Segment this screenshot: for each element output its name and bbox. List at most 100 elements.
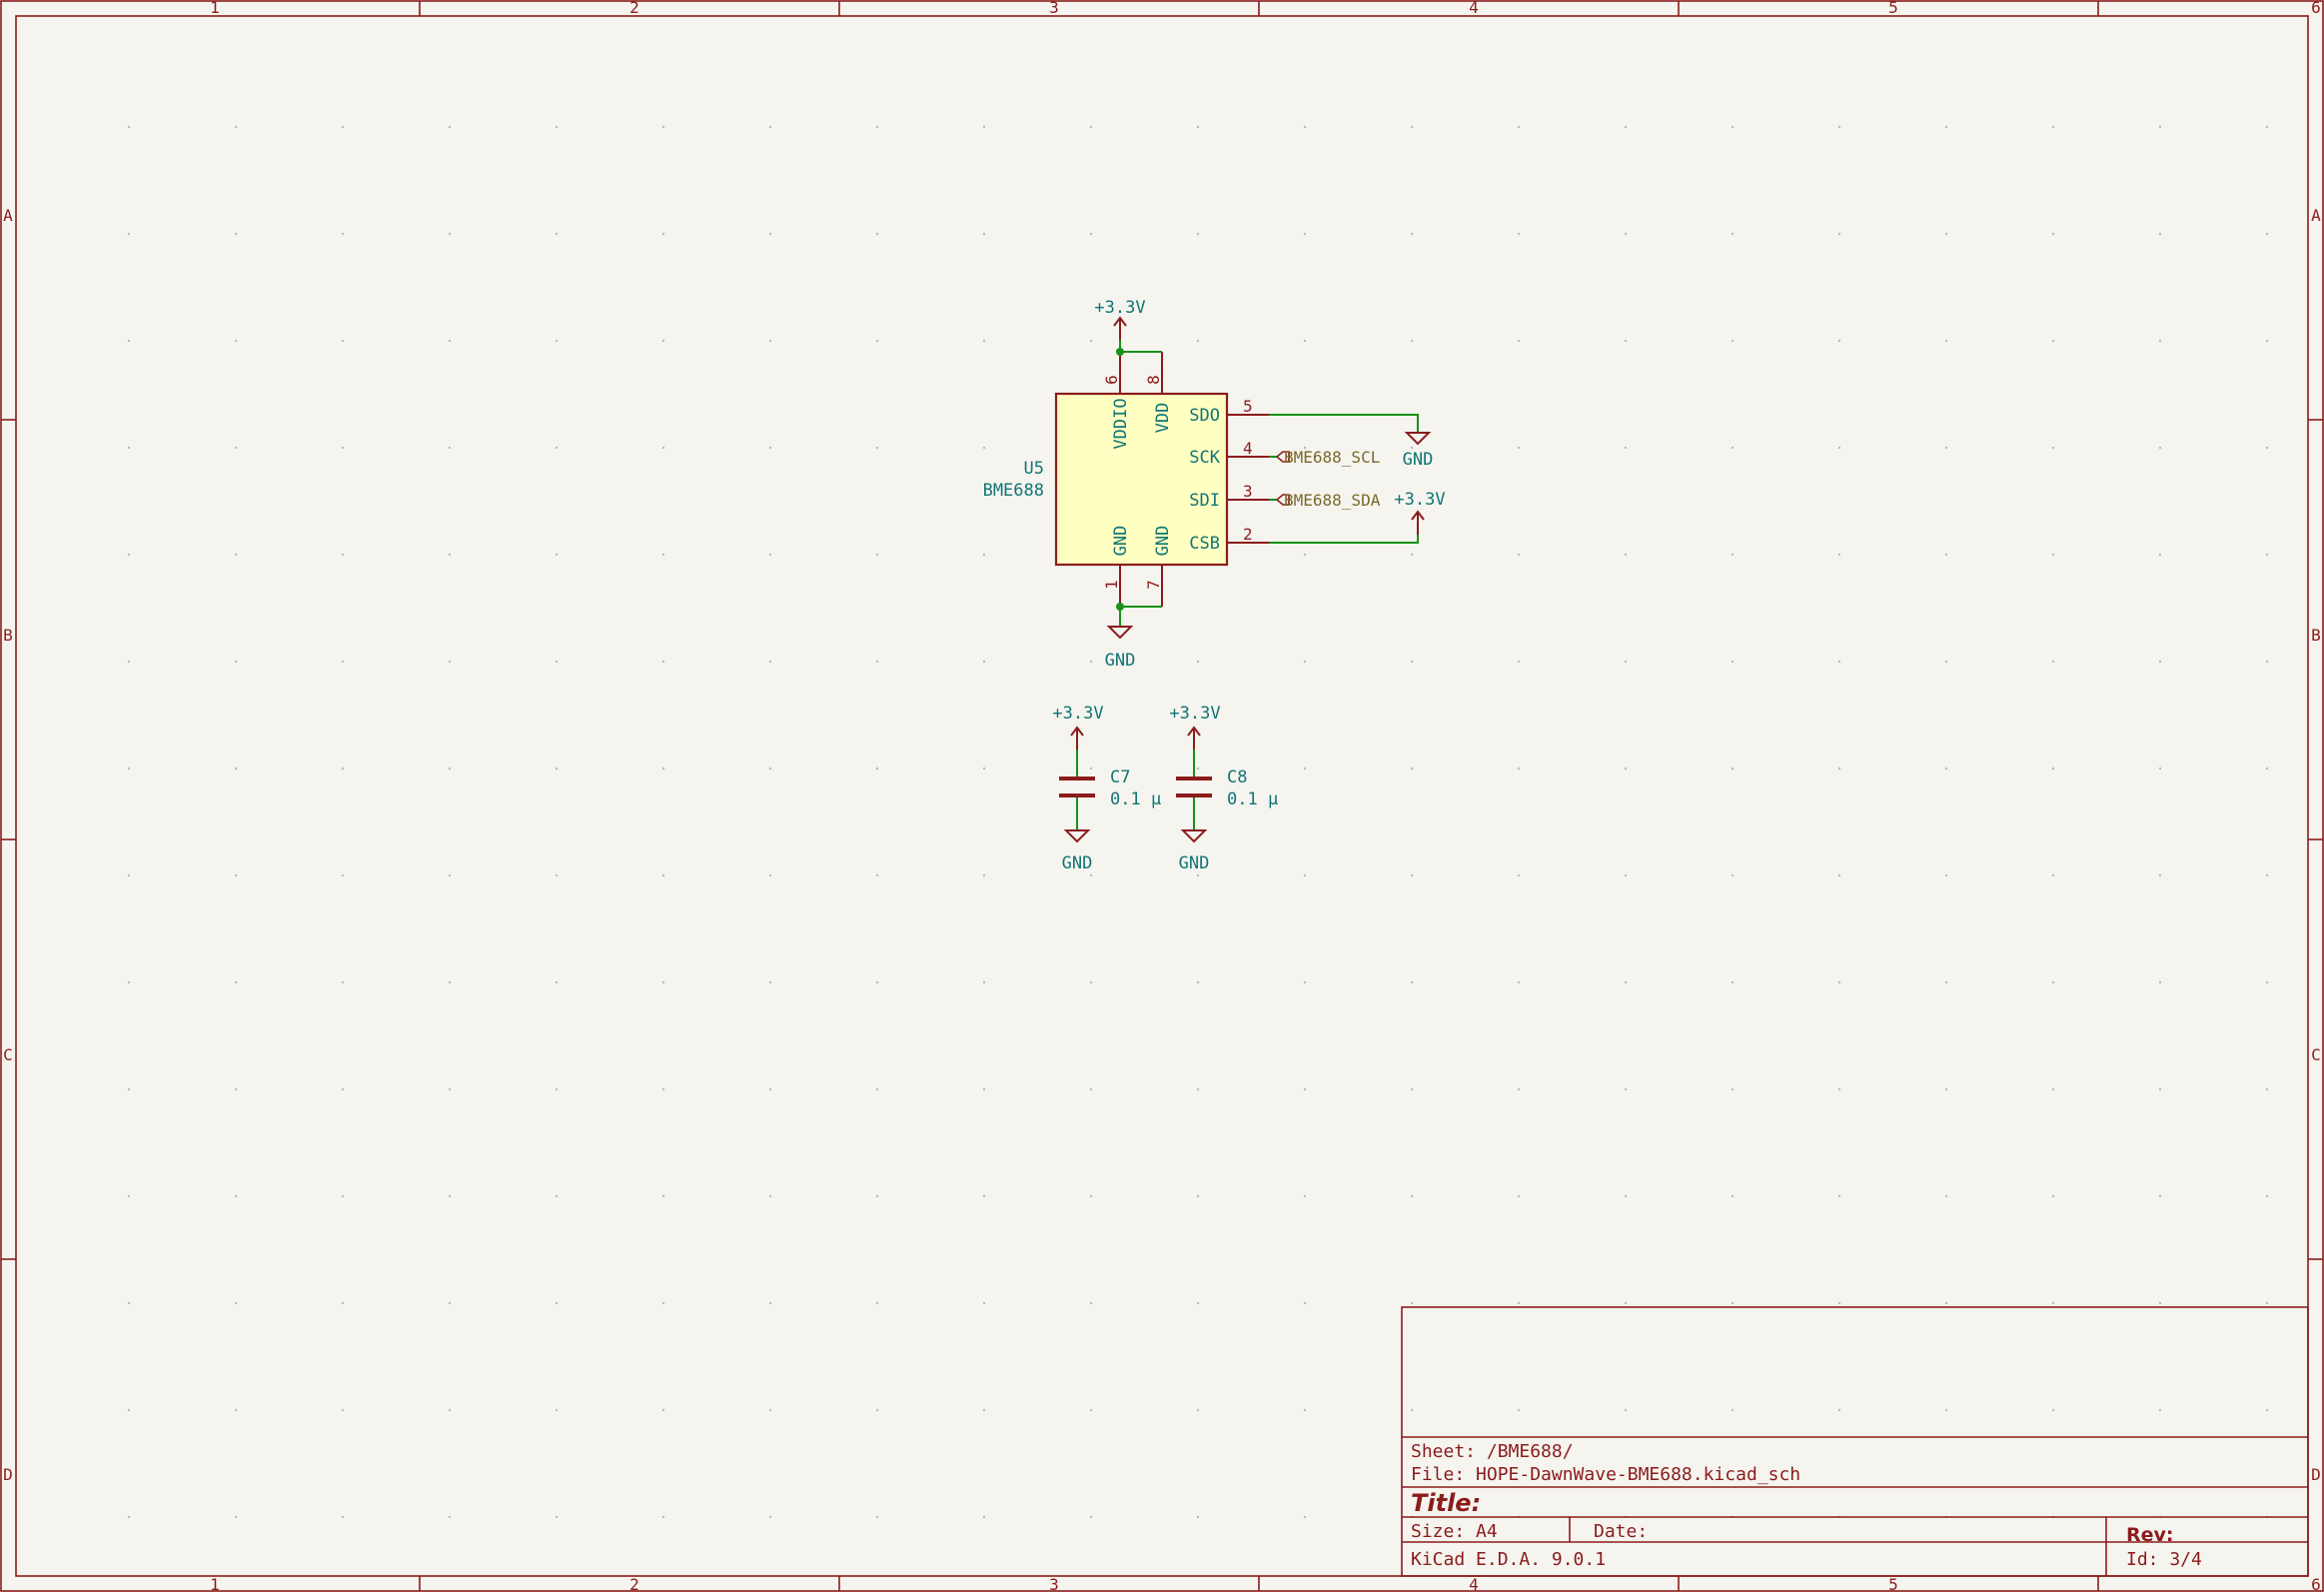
c7-reference: C7 [1110, 768, 1130, 788]
grid-dot [661, 339, 665, 343]
power-3v3-c7-label: +3.3V [1052, 704, 1103, 724]
grid-dot [555, 1194, 559, 1198]
grid-dot [1731, 660, 1735, 664]
grid-dot [1731, 446, 1735, 450]
frame-row-label-left: A [3, 206, 13, 225]
grid-dot [875, 1301, 879, 1305]
grid-dot [1624, 553, 1628, 557]
grid-dot [234, 1515, 238, 1519]
frame-column-label-top: 1 [210, 0, 220, 17]
title-block-size: Size: A4 [1411, 1521, 1498, 1542]
grid-dot [1624, 980, 1628, 984]
grid-dot [1303, 125, 1307, 129]
grid-dot [661, 232, 665, 236]
grid-dot [234, 1087, 238, 1091]
grid-dot [1517, 446, 1521, 450]
grid-dot [1089, 980, 1093, 984]
grid-dot [1410, 1408, 1414, 1412]
power-3v3-csb[interactable]: +3.3V [1394, 490, 1446, 535]
grid-dot [2158, 767, 2162, 771]
grid-dot [2051, 125, 2055, 129]
grid-dot [234, 1194, 238, 1198]
grid-dot [1837, 980, 1841, 984]
grid-dot [768, 767, 772, 771]
capacitor-c7[interactable] [1059, 726, 1095, 843]
frame-column-label-bottom: 6 [2311, 1575, 2321, 1592]
global-label-scl[interactable]: BME688_SCL [1276, 448, 1380, 467]
grid-dot [555, 232, 559, 236]
grid-dot [448, 1087, 452, 1091]
title-block-title: Title: [1411, 1489, 1481, 1517]
grid-dot [1944, 125, 1948, 129]
grid-dot [2051, 660, 2055, 664]
grid-dot [341, 1194, 345, 1198]
grid-dot [768, 1301, 772, 1305]
grid-dot [768, 232, 772, 236]
grid-dot [1089, 660, 1093, 664]
grid-dot [448, 1301, 452, 1305]
grid-dot [1196, 339, 1200, 343]
grid-dot [2051, 767, 2055, 771]
grid-dot [1303, 553, 1307, 557]
grid-dot [1089, 1087, 1093, 1091]
power-gnd-u5-label: GND [1105, 651, 1136, 671]
pin-num-vddio: 6 [1102, 375, 1121, 385]
grid-dot [1731, 232, 1735, 236]
pin-name-gnd1: GND [1111, 526, 1131, 557]
grid-dot [1517, 125, 1521, 129]
grid-dot [1517, 553, 1521, 557]
pin-name-gnd7: GND [1153, 526, 1173, 557]
grid-dot [982, 339, 986, 343]
grid-dot [1196, 1087, 1200, 1091]
power-3v3-u5[interactable]: +3.3V [1094, 298, 1146, 340]
grid-dot [341, 553, 345, 557]
grid-dot [1303, 1301, 1307, 1305]
grid-dot [1089, 873, 1093, 877]
grid-dot [2158, 125, 2162, 129]
grid-dot [341, 232, 345, 236]
grid-dot [1303, 873, 1307, 877]
grid-dot [2051, 1301, 2055, 1305]
grid-dot [1303, 339, 1307, 343]
grid-dot [1624, 446, 1628, 450]
grid-dot [1837, 873, 1841, 877]
grid-dot [555, 980, 559, 984]
grid-dot [1837, 1301, 1841, 1305]
grid-dot [448, 1194, 452, 1198]
power-gnd-u5[interactable]: GND [1105, 626, 1136, 671]
frame-row-label-right: D [2311, 1465, 2321, 1484]
power-gnd-sdo[interactable]: GND [1403, 432, 1434, 470]
grid-dot [2265, 553, 2269, 557]
grid-dot [2158, 1301, 2162, 1305]
grid-dot [2158, 873, 2162, 877]
grid-dot [2051, 339, 2055, 343]
grid-dot [448, 660, 452, 664]
title-block-sheet: Sheet: /BME688/ [1411, 1441, 1574, 1462]
grid-dot [1944, 660, 1948, 664]
grid-dot [1944, 339, 1948, 343]
grid-dot [1517, 1194, 1521, 1198]
grid-dot [1517, 1087, 1521, 1091]
u5-bme688-symbol[interactable]: 6 8 1 7 5 4 3 2 VDDIO VDD GND GND SDO SC… [1054, 352, 1269, 607]
grid-dot [1837, 767, 1841, 771]
grid-dot [127, 1087, 131, 1091]
grid-dot [1303, 446, 1307, 450]
grid-dot [1731, 767, 1735, 771]
grid-dot [2265, 1087, 2269, 1091]
u5-value: BME688 [983, 481, 1044, 501]
grid-dot [982, 125, 986, 129]
grid-dot [555, 873, 559, 877]
grid-dot [2158, 446, 2162, 450]
grid-dot [1517, 232, 1521, 236]
global-label-sda[interactable]: BME688_SDA [1276, 491, 1381, 510]
grid-dot [1410, 660, 1414, 664]
capacitor-c8[interactable] [1176, 726, 1212, 843]
grid-dot [1731, 873, 1735, 877]
grid-dot [875, 1194, 879, 1198]
pin-name-vddio: VDDIO [1111, 398, 1131, 449]
power-gnd-c8-label: GND [1179, 853, 1210, 873]
grid-dot [234, 873, 238, 877]
grid-dot [341, 125, 345, 129]
